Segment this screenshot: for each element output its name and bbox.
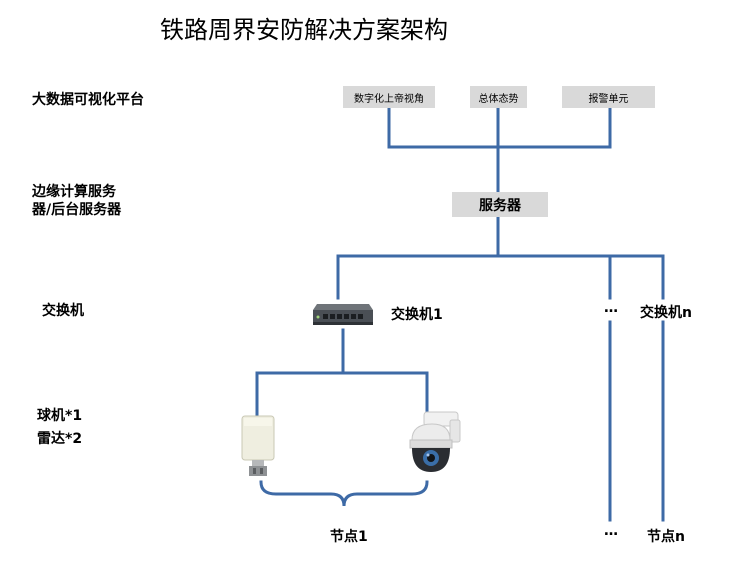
layer-label-switch: 交换机 [42, 303, 84, 319]
dome-camera-icon [409, 411, 461, 472]
platform-box-overall-situation: 总体态势 [470, 86, 527, 108]
layer-label-edge-line1: 边缘计算服务 [32, 184, 116, 200]
switch-ellipsis: … [604, 300, 618, 316]
radar-icon [241, 415, 275, 476]
layer-label-device-line2: 雷达*2 [37, 431, 83, 447]
layer-label-platform: 大数据可视化平台 [32, 92, 144, 108]
layer-label-device-line1: 球机*1 [37, 408, 83, 424]
node1-label: 节点1 [330, 529, 368, 545]
switch1-label: 交换机1 [391, 307, 443, 323]
platform-box-god-view: 数字化上帝视角 [343, 86, 435, 108]
server-box: 服务器 [452, 192, 548, 217]
platform-box-alarm-unit: 报警单元 [562, 86, 655, 108]
noden-label: 节点n [647, 529, 685, 545]
diagram-title: 铁路周界安防解决方案架构 [160, 16, 448, 44]
layer-label-edge-line2: 器/后台服务器 [32, 202, 122, 218]
switchn-label: 交换机n [640, 305, 692, 321]
node-ellipsis: … [604, 523, 618, 539]
network-switch-icon [313, 304, 373, 325]
